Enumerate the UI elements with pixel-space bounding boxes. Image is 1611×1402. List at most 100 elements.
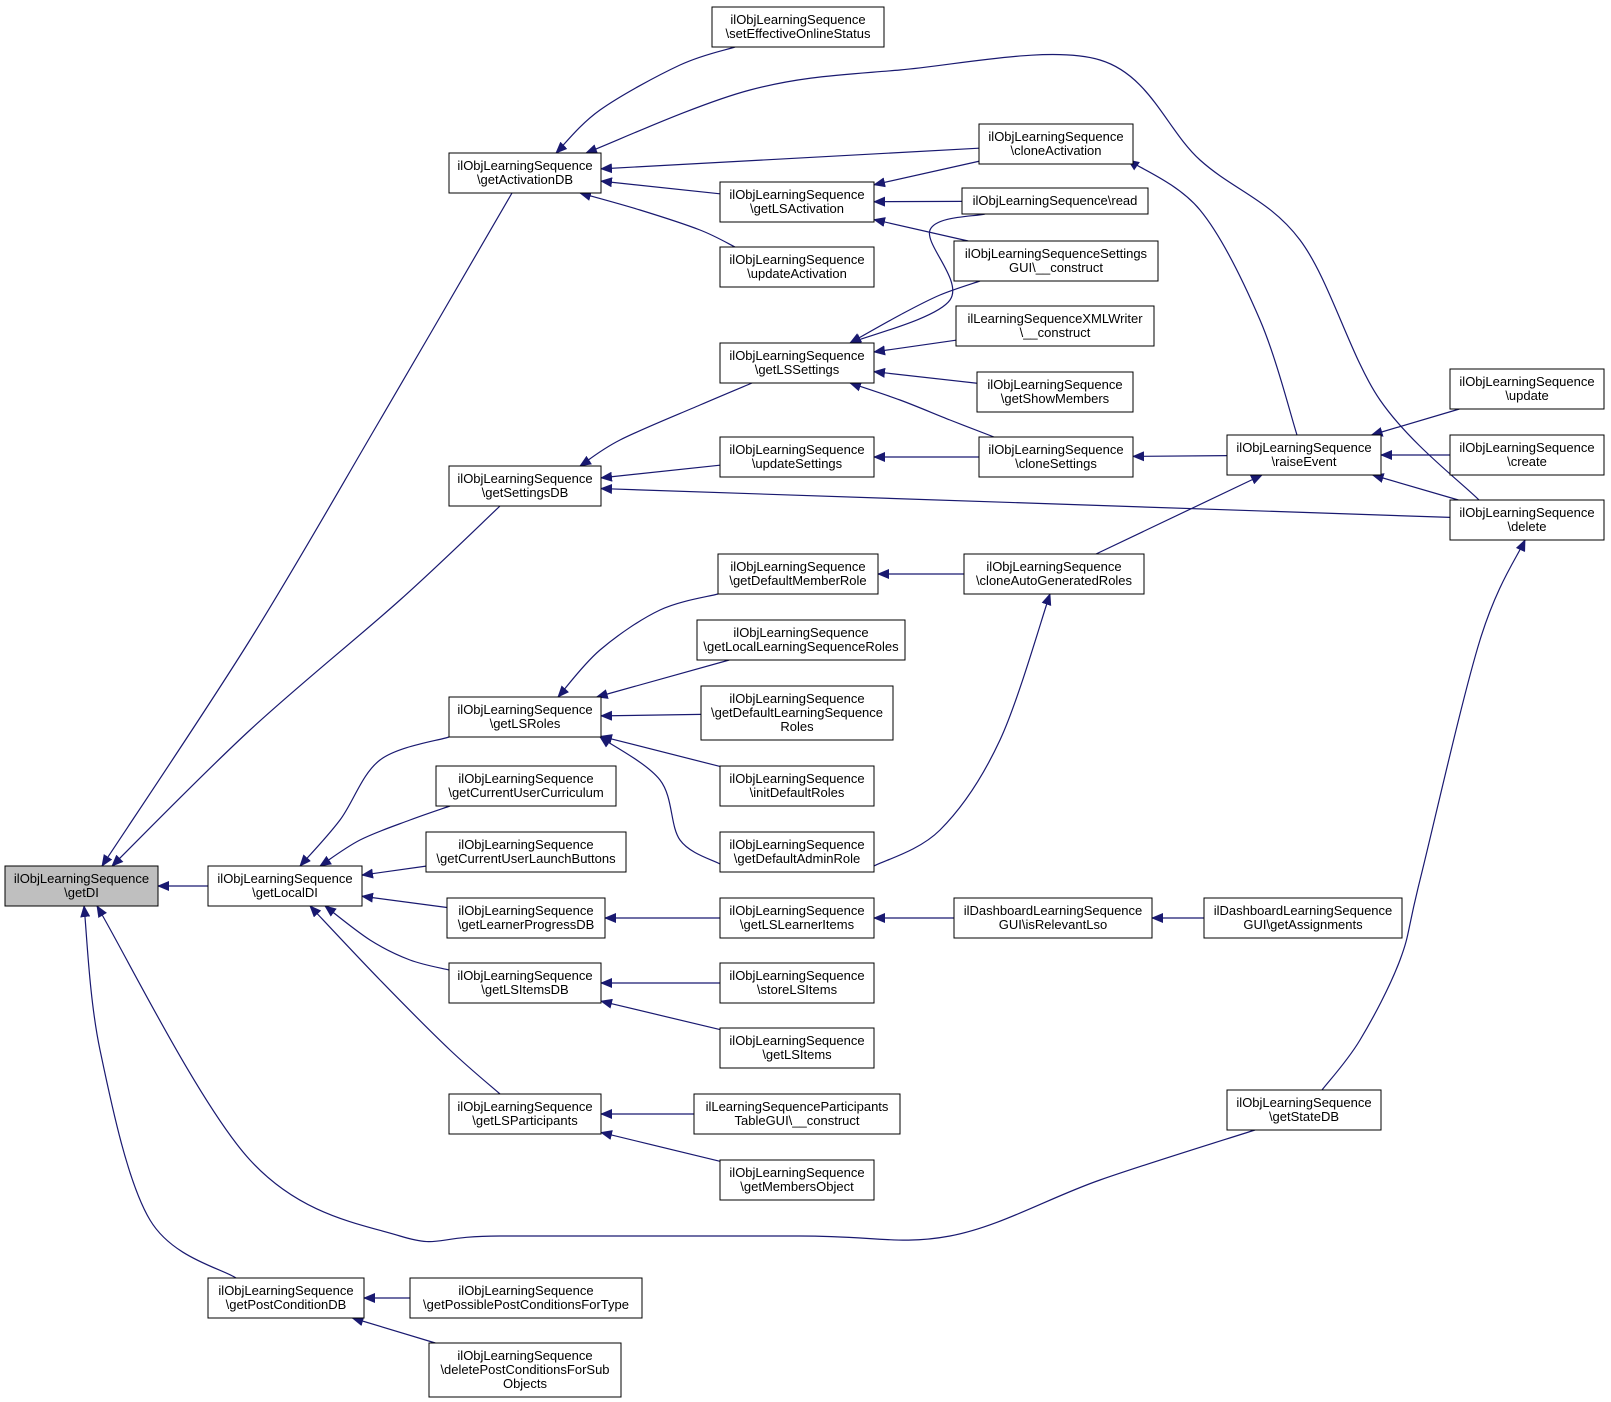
node-label-line: ilObjLearningSequence <box>457 158 592 173</box>
node-box <box>4 865 159 907</box>
node-box <box>719 342 875 384</box>
node-box <box>719 181 875 223</box>
node-initDefaultRoles[interactable]: ilObjLearningSequence\initDefaultRoles <box>719 765 875 807</box>
node-getLocalDI[interactable]: ilObjLearningSequence\getLocalDI <box>207 865 363 907</box>
node-label-line: ilObjLearningSequence <box>729 442 864 457</box>
node-label-line: ilObjLearningSequence <box>457 702 592 717</box>
edge-initDefaultRoles-to-getLSRoles <box>600 734 721 768</box>
edge-getSettingsDB-to-getDI <box>111 505 501 867</box>
edge-updateActivation-to-getActivationDB <box>579 191 736 248</box>
edge-getLSItems-to-getLSItemsDB <box>600 998 721 1031</box>
node-label-line: \getLSItems <box>762 1047 832 1062</box>
node-update[interactable]: ilObjLearningSequence\update <box>1449 368 1605 410</box>
node-getDI[interactable]: ilObjLearningSequence\getDI <box>4 865 159 907</box>
edge-getDefaultAdminRole-to-getLSRoles <box>599 736 721 865</box>
node-updateSettings[interactable]: ilObjLearningSequence\updateSettings <box>719 436 875 478</box>
node-label-line: ilLearningSequenceParticipants <box>706 1099 889 1114</box>
node-label-line: ilObjLearningSequenceSettings <box>965 246 1148 261</box>
node-box <box>711 6 885 48</box>
node-getDefaultMemberRole[interactable]: ilObjLearningSequence\getDefaultMemberRo… <box>717 553 879 595</box>
node-cloneSettings[interactable]: ilObjLearningSequence\cloneSettings <box>978 436 1134 478</box>
node-getActivationDB[interactable]: ilObjLearningSequence\getActivationDB <box>448 152 602 194</box>
node-delete[interactable]: ilObjLearningSequence\delete <box>1449 499 1605 541</box>
node-deletePostConditionsForSubObjects[interactable]: ilObjLearningSequence\deletePostConditio… <box>428 1342 622 1398</box>
node-getLSRoles[interactable]: ilObjLearningSequence\getLSRoles <box>448 696 602 738</box>
node-getLSItems[interactable]: ilObjLearningSequence\getLSItems <box>719 1027 875 1069</box>
node-label-line: \storeLSItems <box>757 982 838 997</box>
node-label-line: ilObjLearningSequence <box>458 903 593 918</box>
node-box <box>719 1159 875 1201</box>
edge-cloneActivation-to-getLSActivation <box>873 160 980 188</box>
node-xmlWriterConstruct[interactable]: ilLearningSequenceXMLWriter\__construct <box>955 305 1155 347</box>
node-label-line: GUI\getAssignments <box>1243 917 1363 932</box>
node-label-line: ilObjLearningSequence <box>730 12 865 27</box>
edge-getLSParticipants-to-getLocalDI <box>309 905 501 1095</box>
node-label-line: \setEffectiveOnlineStatus <box>725 26 871 41</box>
node-getShowMembers[interactable]: ilObjLearningSequence\getShowMembers <box>976 371 1134 413</box>
node-getLSLearnerItems[interactable]: ilObjLearningSequence\getLSLearnerItems <box>719 897 875 939</box>
edge-getStateDB-to-getDI <box>96 905 1256 1243</box>
node-getLSActivation[interactable]: ilObjLearningSequence\getLSActivation <box>719 181 875 223</box>
node-label-line: ilObjLearningSequence <box>729 348 864 363</box>
edge-cloneAutoGeneratedRoles-to-raiseEvent <box>1095 474 1263 555</box>
node-cloneAutoGeneratedRoles[interactable]: ilObjLearningSequence\cloneAutoGenerated… <box>963 553 1145 595</box>
edge-getDefaultLearningSequenceRoles-to-getLSRoles <box>600 710 702 721</box>
node-create[interactable]: ilObjLearningSequence\create <box>1449 434 1605 476</box>
node-label-line: \__construct <box>1020 325 1091 340</box>
node-getLearnerProgressDB[interactable]: ilObjLearningSequence\getLearnerProgress… <box>446 897 606 939</box>
node-label-line: \getDefaultMemberRole <box>729 573 866 588</box>
node-label-line: \getDefaultAdminRole <box>734 851 860 866</box>
node-label-line: ilObjLearningSequence <box>457 1099 592 1114</box>
node-label-line: \getPossiblePostConditionsForType <box>423 1297 629 1312</box>
node-label-line: \deletePostConditionsForSub <box>440 1362 609 1377</box>
node-label-line: GUI\isRelevantLso <box>999 917 1107 932</box>
node-label-line: Objects <box>503 1376 548 1391</box>
node-cloneActivation[interactable]: ilObjLearningSequence\cloneActivation <box>978 123 1134 165</box>
node-box <box>448 696 602 738</box>
edge-xmlWriterConstruct-to-getLSSettings <box>873 339 957 356</box>
edge-getLearnerProgressDB-to-getLocalDI <box>361 892 448 909</box>
node-updateActivation[interactable]: ilObjLearningSequence\updateActivation <box>719 246 875 288</box>
node-label-line: \getShowMembers <box>1001 391 1110 406</box>
node-label-line: \getActivationDB <box>477 172 573 187</box>
node-getPostConditionDB[interactable]: ilObjLearningSequence\getPostConditionDB <box>207 1277 365 1319</box>
node-label-line: ilObjLearningSequence <box>1236 440 1371 455</box>
node-label-line: \getDefaultLearningSequence <box>711 705 883 720</box>
node-label-line: ilObjLearningSequence <box>729 691 864 706</box>
node-getCurrentUserCurriculum[interactable]: ilObjLearningSequence\getCurrentUserCurr… <box>435 765 617 807</box>
node-label-line: ilObjLearningSequence <box>458 837 593 852</box>
node-label-line: \getLSLearnerItems <box>740 917 855 932</box>
node-box <box>693 1093 901 1135</box>
node-label-line: ilObjLearningSequence <box>986 559 1121 574</box>
node-getLocalLearningSequenceRoles[interactable]: ilObjLearningSequence\getLocalLearningSe… <box>696 619 906 661</box>
node-getStateDB[interactable]: ilObjLearningSequence\getStateDB <box>1226 1089 1382 1131</box>
node-getSettingsDB[interactable]: ilObjLearningSequence\getSettingsDB <box>448 465 602 507</box>
node-raiseEvent[interactable]: ilObjLearningSequence\raiseEvent <box>1226 434 1382 476</box>
node-box <box>428 1342 622 1398</box>
node-getMembersObject[interactable]: ilObjLearningSequence\getMembersObject <box>719 1159 875 1201</box>
node-isRelevantLso[interactable]: ilDashboardLearningSequenceGUI\isRelevan… <box>953 897 1153 939</box>
node-getLSItemsDB[interactable]: ilObjLearningSequence\getLSItemsDB <box>448 962 602 1004</box>
node-label-line: \getSettingsDB <box>482 485 569 500</box>
node-getDefaultAdminRole[interactable]: ilObjLearningSequence\getDefaultAdminRol… <box>719 831 875 873</box>
edge-getPostConditionDB-to-getDI <box>80 905 237 1279</box>
node-storeLSItems[interactable]: ilObjLearningSequence\storeLSItems <box>719 962 875 1004</box>
node-getLSSettings[interactable]: ilObjLearningSequence\getLSSettings <box>719 342 875 384</box>
node-getDefaultLearningSequenceRoles[interactable]: ilObjLearningSequence\getDefaultLearning… <box>700 685 894 741</box>
node-setEffectiveOnlineStatus[interactable]: ilObjLearningSequence\setEffectiveOnline… <box>711 6 885 48</box>
node-getLSParticipants[interactable]: ilObjLearningSequence\getLSParticipants <box>448 1093 602 1135</box>
node-getAssignments[interactable]: ilDashboardLearningSequenceGUI\getAssign… <box>1203 897 1403 939</box>
node-read[interactable]: ilObjLearningSequence\read <box>961 187 1149 215</box>
node-label-line: ilObjLearningSequence <box>729 903 864 918</box>
node-label-line: ilObjLearningSequence <box>458 771 593 786</box>
edge-getStateDB-to-delete <box>1321 539 1526 1091</box>
node-getPossiblePostConditionsForType[interactable]: ilObjLearningSequence\getPossiblePostCon… <box>409 1277 643 1319</box>
node-settingsGUIConstruct[interactable]: ilObjLearningSequenceSettingsGUI\__const… <box>953 240 1159 282</box>
node-participantsTableGUIConstruct[interactable]: ilLearningSequenceParticipantsTableGUI\_… <box>693 1093 901 1135</box>
node-label-line: ilObjLearningSequence <box>988 442 1123 457</box>
node-getCurrentUserLaunchButtons[interactable]: ilObjLearningSequence\getCurrentUserLaun… <box>425 831 627 873</box>
node-label-line: ilDashboardLearningSequence <box>964 903 1143 918</box>
edge-raiseEvent-to-cloneSettings <box>1132 451 1228 462</box>
edge-cloneActivation-to-getActivationDB <box>600 147 980 174</box>
node-label-line: \create <box>1507 454 1547 469</box>
